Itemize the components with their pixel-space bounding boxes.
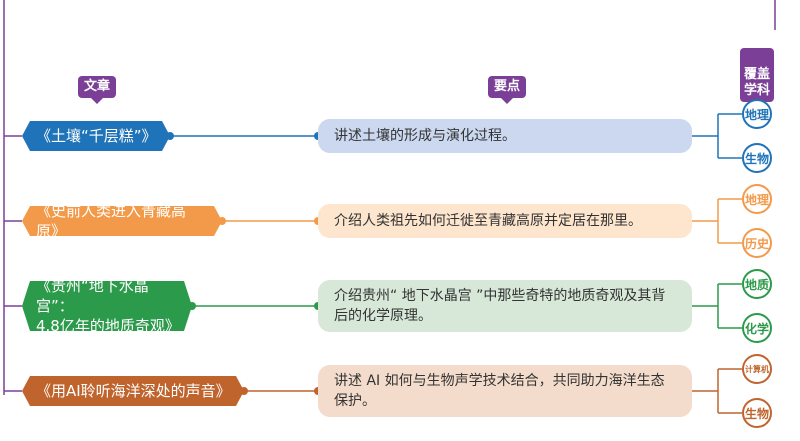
key-point-text: 讲述 AI 如何与生物声学技术结合，共同助力海洋生态保护。 [334,373,665,409]
subject-badge: 化学 [742,313,772,343]
subject-label: 计算机 [745,364,769,374]
subject-badge: 地质 [742,269,772,299]
key-point-text: 讲述土壤的形成与演化过程。 [334,128,516,144]
subject-badge: 生物 [742,143,772,173]
article-title-box: 《史前人类进入青藏高原》 [22,206,222,236]
subject-badge: 计算机 [742,354,772,384]
key-point-box: 讲述 AI 如何与生物声学技术结合，共同助力海洋生态保护。 [318,365,692,417]
subject-label: 地质 [744,277,769,292]
header-article-label: 文章 [84,79,111,94]
key-point-text: 介绍贵州“ 地下水晶宫 ”中那些奇特的地质奇观及其背后的化学原理。 [334,288,666,324]
connector-dot [188,302,196,310]
subject-badge: 地理 [742,99,772,129]
connector-dot [218,217,226,225]
header-article-tag: 文章 [78,76,117,104]
article-title-box: 《贵州“地下水晶宫”： 4.8亿年的地质奇观》 [22,281,192,331]
article-title-box: 《用AI聆听海洋深处的声音》 [22,376,244,406]
article-title-box: 《土壤“千层糕”》 [22,121,170,151]
subject-badge: 历史 [742,228,772,258]
key-point-box: 介绍人类祖先如何迁徙至青藏高原并定居在那里。 [318,204,692,238]
subject-label: 地理 [744,107,769,122]
subject-badge: 地理 [742,184,772,214]
article-title: 《土壤“千层糕”》 [36,127,157,145]
subject-label: 地理 [744,192,769,207]
key-point-box: 介绍贵州“ 地下水晶宫 ”中那些奇特的地质奇观及其背后的化学原理。 [318,280,692,332]
header-key-points-label: 要点 [494,79,521,94]
article-title: 《贵州“地下水晶宫”： 4.8亿年的地质奇观》 [36,277,180,335]
header-subjects-label: 覆盖 学科 [744,67,771,98]
article-title: 《史前人类进入青藏高原》 [36,202,187,240]
header-subjects-tag: 覆盖 学科 [740,48,775,108]
article-title: 《用AI聆听海洋深处的声音》 [36,382,231,400]
header-key-points-tag: 要点 [488,76,527,104]
subject-label: 化学 [744,321,769,336]
subject-label: 生物 [744,406,769,421]
key-point-box: 讲述土壤的形成与演化过程。 [318,119,692,153]
subject-badge: 生物 [742,398,772,428]
subject-label: 生物 [744,151,769,166]
subject-label: 历史 [744,236,769,251]
key-point-text: 介绍人类祖先如何迁徙至青藏高原并定居在那里。 [334,213,642,229]
connector-dot [240,387,248,395]
connector-dot [166,132,174,140]
